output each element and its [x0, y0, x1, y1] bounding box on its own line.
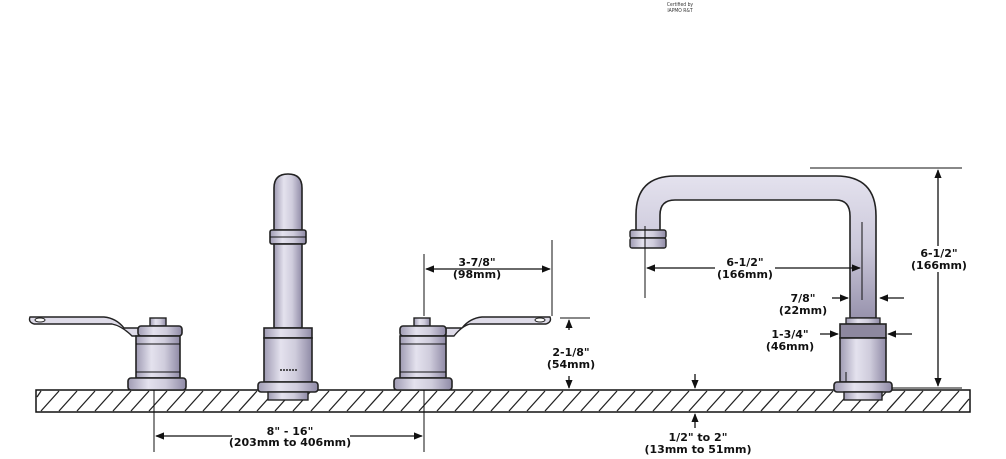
spout-reach-metric: (166mm): [717, 268, 773, 281]
handle-height-imperial: 2-1/8": [552, 346, 589, 359]
spout-neck-imperial: 7/8": [790, 292, 815, 305]
hatch-line: [472, 390, 492, 412]
countertop-deck: [35, 389, 971, 413]
hatch-line: [742, 390, 762, 412]
hatch-line: [148, 390, 168, 412]
left-handle-valve: [28, 316, 187, 391]
spout-base-metric: (46mm): [766, 340, 814, 353]
spout-height-metric: (166mm): [911, 259, 967, 272]
handle-height-metric: (54mm): [547, 358, 595, 371]
handle-spacing-metric: (98mm): [453, 268, 501, 281]
hatch-line: [958, 398, 970, 412]
dimension-spout-base: 1-3/4" (46mm): [766, 328, 912, 353]
hatch-line: [184, 390, 204, 412]
spout-neck-metric: (22mm): [779, 304, 827, 317]
hatch-line: [886, 390, 906, 412]
hatch-line: [562, 390, 582, 412]
hatch-line: [418, 390, 438, 412]
hatch-line: [580, 390, 600, 412]
spout-reach-imperial: 6-1/2": [726, 256, 763, 269]
hatch-line: [76, 390, 96, 412]
deck-thickness-metric: (13mm to 51mm): [645, 443, 752, 456]
hatch-line: [652, 390, 672, 412]
center-spout: [257, 173, 319, 401]
hatch-line: [436, 390, 456, 412]
hatch-line: [382, 390, 402, 412]
hatch-line: [112, 390, 132, 412]
certification-line-2: IAPMO R&T: [667, 8, 693, 14]
hatch-line: [40, 390, 60, 412]
hatch-line: [760, 390, 780, 412]
dimension-spread: 8" - 16" (203mm to 406mm): [153, 390, 425, 452]
dimension-deck-thickness: 1/2" to 2" (13mm to 51mm): [645, 374, 752, 456]
dimension-handle-spacing: 3-7/8" (98mm): [423, 240, 553, 316]
hatch-line: [526, 390, 546, 412]
hatch-line: [220, 390, 240, 412]
hatch-line: [166, 390, 186, 412]
hatch-line: [364, 390, 384, 412]
hatch-line: [238, 390, 258, 412]
hatch-line: [310, 390, 330, 412]
dimension-spout-reach: 6-1/2" (166mm): [644, 222, 863, 300]
dimension-spout-height: 6-1/2" (166mm): [810, 167, 968, 389]
hatch-line: [328, 390, 348, 412]
spout-height-imperial: 6-1/2": [920, 247, 957, 260]
hatch-line: [922, 390, 942, 412]
hatch-line: [904, 390, 924, 412]
hatch-line: [130, 390, 150, 412]
handle-spacing-imperial: 3-7/8": [458, 256, 495, 269]
hatch-line: [454, 390, 474, 412]
hatch-line: [670, 390, 690, 412]
hatch-line: [688, 390, 708, 412]
hatch-line: [598, 390, 618, 412]
hatch-line: [940, 390, 960, 412]
deck-hatching: [36, 390, 970, 412]
certification-line-1: Certified by: [666, 2, 694, 8]
spout-base-imperial: 1-3/4": [771, 328, 808, 341]
hatch-line: [94, 390, 114, 412]
spread-imperial: 8" - 16": [267, 425, 314, 438]
hatch-line: [706, 390, 726, 412]
hatch-line: [544, 390, 564, 412]
hatch-line: [508, 390, 528, 412]
hatch-line: [490, 390, 510, 412]
hatch-line: [778, 390, 798, 412]
hatch-line: [202, 390, 222, 412]
hatch-line: [796, 390, 816, 412]
hatch-line: [634, 390, 654, 412]
deck-thickness-imperial: 1/2" to 2": [669, 431, 728, 444]
hatch-line: [346, 390, 366, 412]
hatch-line: [814, 390, 834, 412]
hatch-line: [400, 390, 420, 412]
hatch-line: [724, 390, 744, 412]
hatch-line: [616, 390, 636, 412]
hatch-line: [36, 390, 42, 398]
hatch-line: [58, 390, 78, 412]
dimension-spout-neck: 7/8" (22mm): [779, 292, 904, 317]
dimension-handle-height: 2-1/8" (54mm): [547, 317, 595, 389]
spread-metric: (203mm to 406mm): [229, 436, 351, 449]
side-view-spout: [629, 175, 893, 401]
hatch-line: [868, 390, 888, 412]
certification-mark: Certified by IAPMO R&T: [640, 2, 720, 14]
right-handle-valve: [393, 316, 552, 391]
